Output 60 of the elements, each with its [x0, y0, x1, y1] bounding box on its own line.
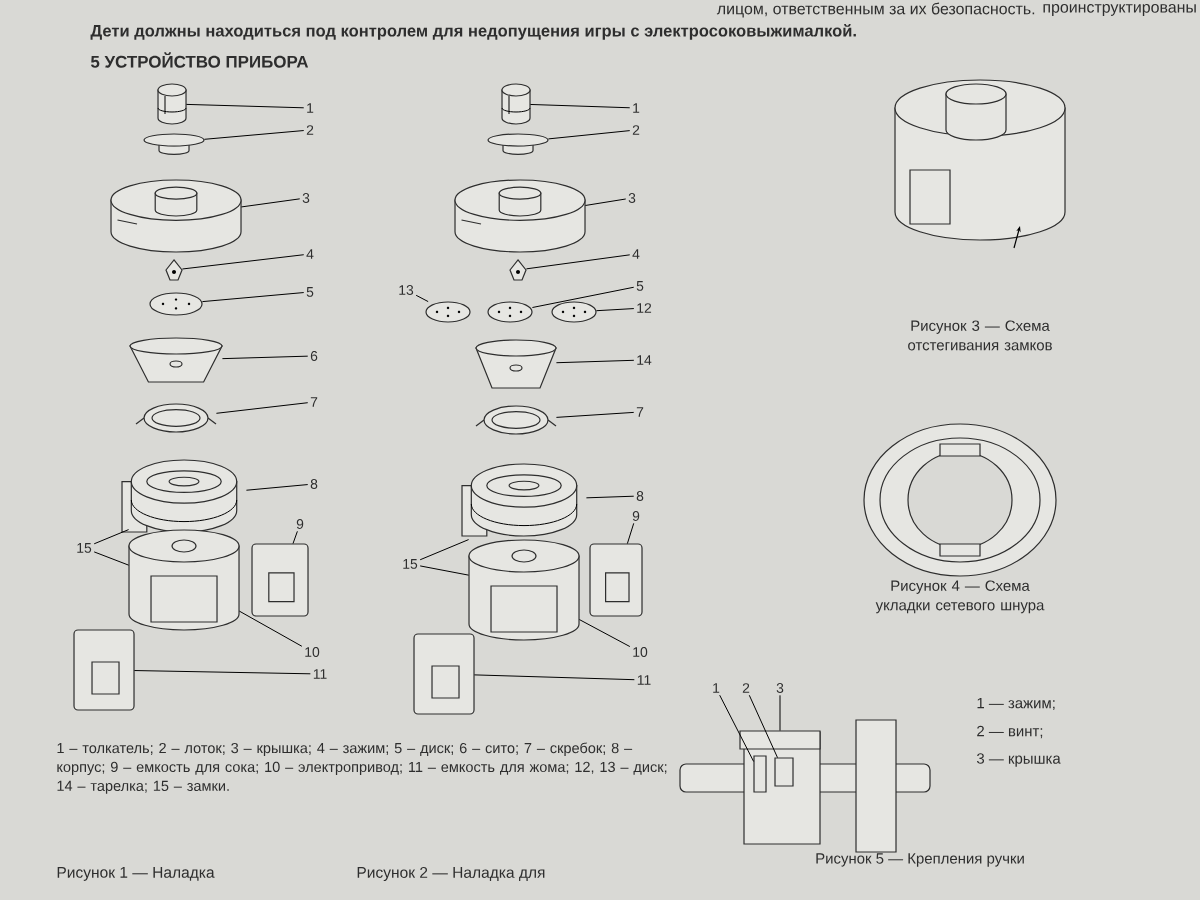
disc-drawing: [551, 301, 597, 323]
leader-line: [185, 103, 305, 109]
leader-line: [626, 522, 635, 545]
motor-base-drawing: [468, 539, 580, 641]
leader-line: [221, 355, 309, 360]
leader-line: [93, 529, 130, 545]
lid-drawing: [110, 179, 242, 253]
leader-line: [415, 294, 429, 303]
disc-drawing: [487, 301, 533, 323]
leader-line: [555, 411, 635, 418]
box: [774, 757, 794, 787]
bowl-drawing: [475, 339, 557, 389]
leader-line: [203, 130, 305, 140]
housing-drawing: [121, 459, 238, 533]
leader-line: [525, 254, 631, 270]
housing-drawing: [461, 463, 578, 537]
disc-drawing: [149, 292, 203, 316]
chute-drawing: [487, 133, 549, 155]
leader-line: [133, 670, 311, 675]
box: [753, 755, 767, 793]
leader-line: [93, 551, 130, 566]
section-heading: 5 УСТРОЙСТВО ПРИБОРА: [90, 52, 309, 68]
warning-text: Дети должны находиться под контролем для недопущения игры с электросоковыжималкой.: [90, 24, 856, 40]
disc-drawing: [425, 301, 471, 323]
scraper-drawing: [135, 403, 217, 433]
container-drawing: [589, 543, 643, 617]
clamp-drawing: [165, 259, 183, 281]
container-drawing: [73, 629, 135, 711]
leader-line: [578, 619, 631, 648]
motor-base-drawing: [128, 529, 240, 631]
leader-line: [215, 402, 309, 414]
leader-line: [238, 610, 303, 647]
leader-line: [181, 254, 305, 270]
leader-line: [419, 539, 470, 561]
leader-line: [779, 694, 781, 732]
leader-line: [547, 130, 631, 140]
pusher-drawing: [157, 83, 187, 125]
leader-line: [529, 103, 631, 109]
leader-line: [292, 530, 298, 545]
leader-line: [201, 292, 305, 303]
bowl-drawing: [129, 337, 223, 383]
leader-line: [473, 674, 635, 681]
pusher-drawing: [501, 83, 531, 125]
chute-drawing: [143, 133, 205, 155]
leader-line: [555, 359, 635, 364]
clamp-drawing: [509, 259, 527, 281]
leader-line: [748, 694, 778, 759]
scraper-drawing: [475, 405, 557, 435]
leader-line: [595, 308, 635, 312]
container-drawing: [413, 633, 475, 715]
lid-drawing: [454, 179, 586, 253]
container-drawing: [251, 543, 309, 617]
leader-line: [419, 565, 470, 576]
box: [739, 730, 821, 750]
leader-line: [245, 484, 309, 491]
leader-line: [531, 286, 635, 308]
leader-line: [584, 198, 627, 206]
leader-line: [240, 198, 301, 208]
leader-line: [585, 495, 635, 499]
leader-line: [719, 694, 755, 762]
